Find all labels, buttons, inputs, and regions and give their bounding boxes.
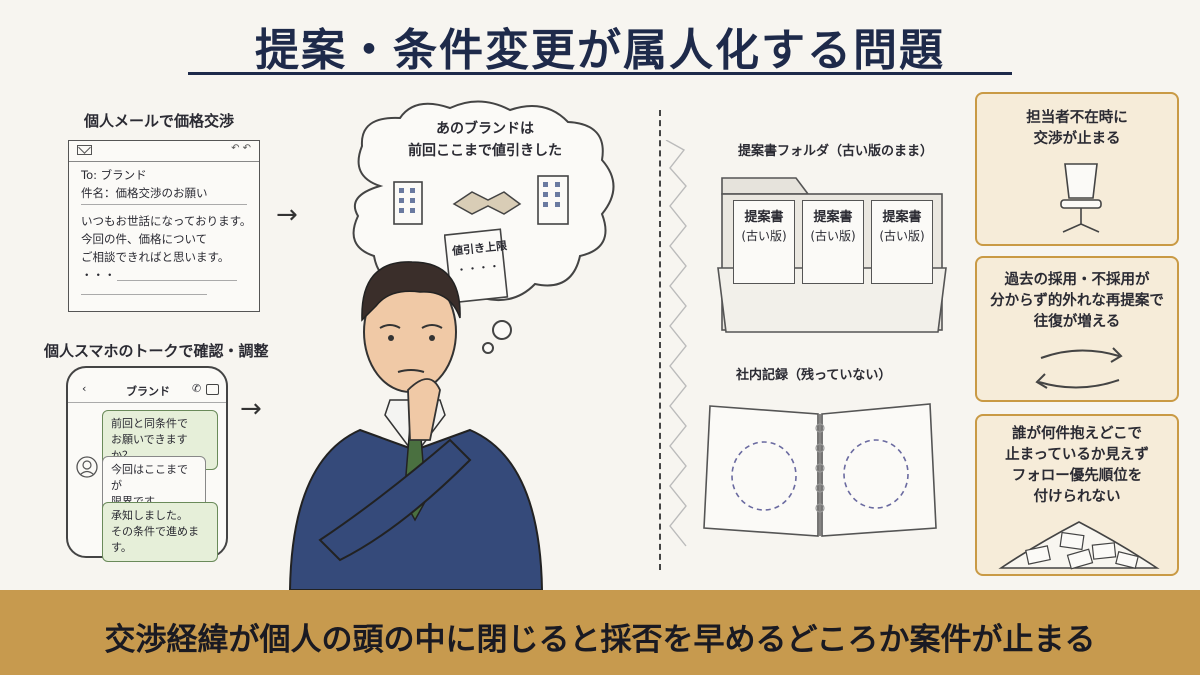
envelope-icon (77, 145, 92, 155)
thought-text-line: 前回ここまで値引きした (408, 143, 562, 159)
email-controls: ↶ ↶ (231, 143, 251, 154)
issue-text-line: 誰が何件抱えどこで (1011, 426, 1143, 442)
proposal-document: 提案書(古い版) (871, 200, 933, 284)
issue-text-line: 往復が増える (1033, 314, 1121, 330)
issue-text-line: フォロー優先順位を (1011, 468, 1143, 484)
paper-pile-icon (998, 521, 1160, 570)
section-divider (659, 110, 663, 570)
email-subject: 件名：価格交渉のお願い (81, 186, 208, 200)
email-placeholder-line (117, 280, 237, 281)
circular-arrows-icon (1035, 347, 1123, 389)
email-section-label: 個人メールで価格交渉 (84, 112, 235, 130)
page-title: 提案・条件変更が属人化する問題 (255, 25, 945, 76)
issue-box-reproposal: 過去の採用・不採用が 分からず的外れな再提案で 往復が増える (975, 256, 1179, 402)
issue-text-line: 分からず的外れな再提案で (990, 293, 1164, 309)
worried-businessman-illustration (288, 261, 544, 590)
email-to: To: ブランド (81, 168, 147, 182)
chat-header: ‹ ブランド ✆ (78, 382, 219, 400)
back-icon: ‹ (82, 382, 87, 395)
bottom-banner (0, 590, 1200, 675)
empty-notebook-icon (703, 403, 937, 537)
media-icon (206, 384, 219, 395)
torn-edge (665, 140, 687, 547)
issue-text-line: 交渉が止まる (1033, 131, 1121, 147)
email-divider (81, 204, 247, 205)
right-arrow-icon: → (240, 394, 262, 424)
phone-icon: ✆ (192, 382, 202, 395)
thought-text-line: あのブランドは (436, 121, 534, 137)
issue-text-line: 付けられない (1033, 489, 1121, 505)
title-underline (188, 72, 1012, 75)
chat-bubble-sent: 承知しました。その条件で進めます。 (102, 502, 218, 562)
chat-contact-name: ブランド (126, 385, 170, 398)
email-titlebar: ↶ ↶ (69, 141, 259, 162)
bottom-message: 交渉経緯が個人の頭の中に閉じると採否を早めるどころか案件が止まる (104, 622, 1096, 658)
issue-box-priority: 誰が何件抱えどこで 止まっているか見えず フォロー優先順位を 付けられない (975, 414, 1179, 576)
proposal-document: 提案書(古い版) (733, 200, 795, 284)
email-body-line: 今回の件、価格について (81, 232, 208, 246)
notebook-section-label: 社内記録（残っていない） (736, 368, 892, 383)
empty-chair-icon (1060, 163, 1102, 233)
issue-text-line: 過去の採用・不採用が (1004, 272, 1150, 288)
issue-box-absence: 担当者不在時に 交渉が止まる (975, 92, 1179, 246)
building-handshake-icon (393, 175, 569, 225)
email-placeholder-line (81, 294, 207, 295)
issue-text-line: 止まっているか見えず (1005, 447, 1149, 463)
issue-text-line: 担当者不在時に (1026, 110, 1128, 126)
chat-header-rule (68, 402, 226, 403)
proposal-document: 提案書(古い版) (802, 200, 864, 284)
email-window: ↶ ↶ To: ブランド 件名：価格交渉のお願い いつもお世話になっております。… (68, 140, 260, 312)
memo-note-icon (444, 228, 509, 304)
right-arrow-icon: → (276, 200, 298, 230)
email-body-line: いつもお世話になっております。 (81, 214, 252, 228)
chat-section-label: 個人スマホのトークで確認・調整 (44, 342, 269, 360)
folder-section-label: 提案書フォルダ（古い版のまま） (738, 144, 934, 159)
avatar-icon (76, 456, 98, 478)
email-body-line: ・・・ (81, 268, 116, 282)
email-body-line: ご相談できればと思います。 (81, 250, 230, 264)
smartphone: ‹ ブランド ✆ 前回と同条件でお願いできますか？ 今回はここまでが限界です。 … (66, 366, 228, 562)
